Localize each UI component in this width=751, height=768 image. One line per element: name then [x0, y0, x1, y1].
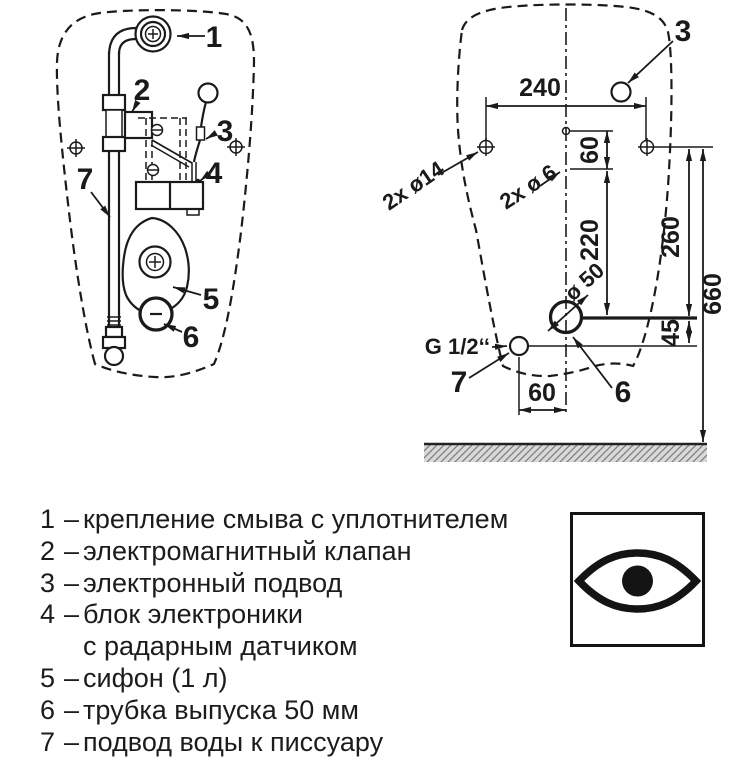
part-label-6-right: 6 — [615, 376, 632, 409]
dim-660-value: 660 — [699, 273, 727, 315]
legend-item-number: 7 — [40, 726, 56, 757]
legend-item: 6–трубка выпуска 50 мм — [40, 695, 508, 727]
hole-callouts: 2x ø14 2x ø 6 — [378, 151, 561, 215]
legend-item-dash: – — [64, 504, 80, 534]
flush-fitting — [134, 15, 172, 53]
dimension-60-top: 60 — [570, 130, 613, 170]
legend-item-dash: – — [64, 694, 80, 725]
dimension-660: 660 — [699, 148, 727, 443]
thread-label: G 1/2‘‘ — [425, 334, 490, 359]
eye-outline — [573, 549, 702, 613]
dim-260-value: 260 — [657, 216, 685, 258]
legend: 1–крепление смыва с уплотнителем 2–элект… — [40, 504, 508, 758]
right-view: 3 240 60 2x ø14 2x ø 6 — [378, 3, 727, 462]
water-supply-pipe — [101, 26, 137, 367]
installation-diagram: 1 2 3 4 5 6 7 — [55, 3, 727, 462]
legend-item: 1–крепление смыва с уплотнителем — [40, 504, 508, 536]
legend-item-dash: – — [64, 535, 80, 566]
wall-fixing-marks — [67, 138, 245, 157]
valve-wire — [150, 139, 201, 184]
dimension-240: 240 — [485, 74, 647, 140]
dimension-260: 260 — [657, 148, 693, 317]
dim-60-bottom-value: 60 — [528, 379, 556, 407]
legend-item-dash: – — [64, 662, 80, 693]
urinal-outline-dimensioned — [456, 3, 673, 378]
legend-item-number: 3 — [40, 567, 56, 598]
legend-item-text: трубка выпуска 50 мм — [83, 694, 359, 725]
legend-item-text: с радарным датчиком — [83, 631, 358, 662]
housing-bracket — [138, 117, 187, 182]
legend-item-dash: – — [64, 567, 80, 598]
dim-60-top-value: 60 — [576, 136, 604, 164]
part-label-1: 1 — [206, 21, 223, 54]
legend-item-number: 2 — [40, 535, 56, 566]
floor-hatch — [424, 444, 707, 462]
holes-14-label: 2x ø14 — [378, 156, 449, 215]
legend-item-dash: – — [64, 599, 80, 630]
part-label-7-right: 7 — [451, 366, 468, 399]
legend-item-dash: – — [64, 726, 80, 757]
outlet-diameter-label: ø 50 — [560, 258, 609, 306]
dimension-60-bottom: 60 — [518, 357, 567, 415]
dim-45-value: 45 — [657, 319, 685, 347]
solenoid-valve — [101, 93, 154, 153]
legend-item: 2–электромагнитный клапан — [40, 536, 508, 568]
info-pictogram-panel — [570, 512, 705, 647]
urinal-outline — [55, 9, 256, 379]
legend-item-continuation: с радарным датчиком — [83, 631, 508, 663]
legend-item-number: 6 — [40, 694, 56, 725]
legend-item-text: сифон (1 л) — [83, 662, 228, 693]
legend-item-number: 4 — [40, 599, 56, 630]
electronics-box — [134, 180, 205, 216]
dim-220-value: 220 — [576, 219, 604, 261]
left-part-labels: 1 2 3 4 5 6 7 — [77, 21, 234, 354]
dimension-45: 45 — [657, 319, 693, 347]
part-label-4: 4 — [206, 157, 223, 190]
outlet-hole: ø 50 — [547, 258, 609, 335]
sensor-hole-top — [561, 126, 571, 136]
mounting-holes — [477, 138, 656, 156]
legend-item-text: подвод воды к писсуару — [83, 726, 384, 757]
legend-item-text: крепление смыва с уплотнителем — [83, 504, 509, 534]
legend-item-text: блок электроники — [83, 599, 303, 630]
legend-item: 4–блок электроники — [40, 599, 508, 631]
part-label-5: 5 — [203, 283, 220, 316]
outlet-circle — [138, 296, 174, 332]
legend-item: 3–электронный подвод — [40, 568, 508, 600]
housing-screws — [146, 123, 164, 177]
left-view: 1 2 3 4 5 6 7 — [55, 9, 256, 379]
legend-item-text: электронный подвод — [83, 567, 343, 598]
legend-item: 5–сифон (1 л) — [40, 663, 508, 695]
part-label-6: 6 — [183, 321, 200, 354]
legend-item-number: 5 — [40, 662, 56, 693]
dim-240-value: 240 — [519, 74, 561, 102]
part-label-3: 3 — [217, 115, 234, 148]
legend-item-number: 1 — [40, 504, 56, 534]
part-label-3-right: 3 — [675, 15, 692, 48]
water-inlet: G 1/2‘‘ — [425, 334, 530, 359]
supply-hole — [610, 81, 632, 103]
legend-item-text: электромагнитный клапан — [83, 535, 412, 566]
holes-6-label: 2x ø 6 — [495, 159, 561, 214]
dimension-220: 220 — [576, 170, 611, 316]
sensor-head — [191, 82, 219, 182]
eye-icon — [573, 549, 702, 613]
part-label-2: 2 — [134, 74, 151, 107]
part-label-7: 7 — [77, 163, 94, 196]
floor — [424, 442, 707, 462]
eye-pupil — [622, 565, 653, 597]
legend-item: 7–подвод воды к писсуару — [40, 727, 508, 759]
